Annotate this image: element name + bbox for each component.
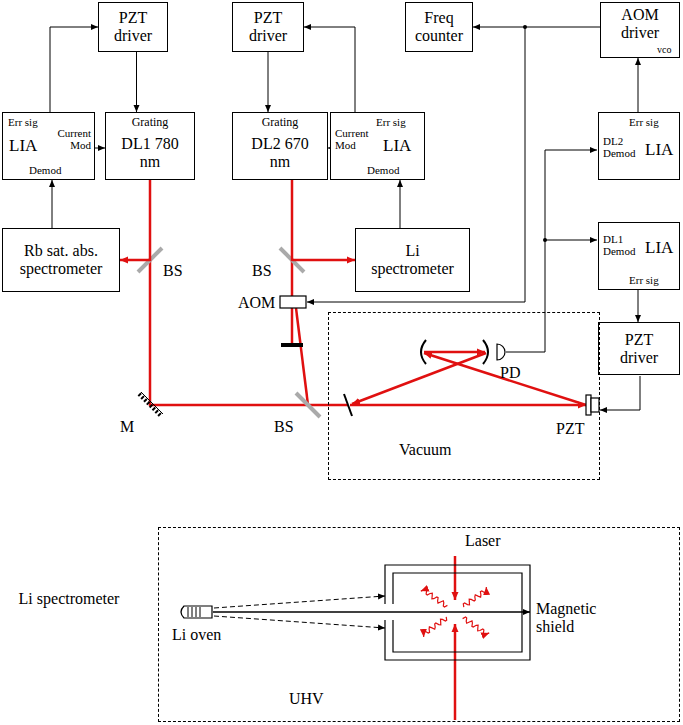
box-label: vco — [657, 44, 677, 55]
box-label: Vacuum — [399, 441, 479, 459]
input-mirror — [344, 394, 352, 416]
box-label: LIA — [645, 141, 675, 160]
laser-beam — [350, 404, 586, 407]
box-label: Grating — [241, 116, 319, 129]
part-label: Magnetic shield — [536, 600, 616, 635]
instrument-box: DL1 DemodLIA Err sig — [598, 222, 680, 290]
signal-arrow — [95, 148, 105, 149]
laser-beam — [454, 624, 457, 720]
box-label: Err sig — [629, 116, 674, 128]
box-label: Rb sat. abs. spectrometer — [11, 242, 111, 277]
fluorescence-arrow — [423, 617, 446, 637]
instrument-box: PZT driver — [232, 2, 304, 52]
mirror — [139, 392, 163, 416]
junction-dot — [543, 238, 547, 242]
signal-arrow — [50, 27, 98, 112]
magnetic-shield — [385, 565, 530, 660]
beam-splitter — [296, 393, 320, 417]
part-label: BS — [274, 418, 304, 436]
fluorescence-arrow — [421, 589, 448, 607]
box-label: Demod — [29, 164, 74, 176]
laser-beam — [296, 308, 308, 405]
box-label: Err sig — [629, 274, 674, 286]
part-label: AOM — [238, 294, 278, 312]
signal-arrow — [304, 27, 355, 112]
part-label: BS — [252, 262, 282, 280]
laser-beam — [292, 180, 355, 260]
signal-arrow — [638, 290, 639, 322]
box-label: UHV — [289, 690, 349, 708]
laser-beam — [352, 353, 486, 404]
part-label: PD — [500, 364, 530, 382]
laser-beam — [454, 556, 457, 600]
box-label: DL2 670 nm — [250, 135, 310, 170]
laser-beam — [150, 260, 348, 405]
part-label: M — [120, 418, 140, 436]
instrument-box: PZT driver — [98, 2, 168, 52]
instrument-box: AOM driver vco — [600, 2, 680, 58]
box-label: DL1 Demod — [603, 233, 641, 257]
part-label: Li spectrometer — [14, 590, 124, 608]
beam-dump — [281, 343, 303, 347]
box-label: AOM driver — [603, 6, 677, 41]
instrument-box: Err sigDL2 DemodLIA — [598, 112, 680, 180]
instrument-box: PZT driver — [598, 322, 680, 375]
box-label: LIA — [9, 137, 39, 156]
laser-beam — [291, 308, 294, 343]
part-label: BS — [163, 262, 193, 280]
curved-mirror — [483, 340, 488, 364]
signal-wire — [545, 240, 597, 241]
signal-arrow — [268, 52, 269, 112]
vacuum-region: UHV — [158, 527, 680, 722]
photodiode — [497, 344, 505, 360]
instrument-box: Freq counter — [405, 2, 473, 52]
laser-beam — [120, 180, 150, 260]
signal-arrow — [136, 52, 137, 112]
signal-wire — [600, 376, 640, 410]
box-label: Current Mod — [51, 127, 91, 151]
laser-beam — [291, 260, 294, 296]
signal-arrow — [400, 180, 401, 228]
box-label: Grating — [111, 116, 189, 129]
signal-arrow — [52, 180, 53, 228]
box-label: PZT driver — [607, 331, 671, 366]
box-label: LIA — [645, 239, 675, 258]
instrument-box: Li spectrometer — [355, 228, 470, 292]
signal-arrow — [473, 27, 600, 28]
aom-crystal — [280, 296, 306, 308]
fluorescence-arrow — [463, 587, 486, 607]
curved-mirror — [421, 340, 426, 364]
box-label: Demod — [367, 164, 412, 176]
signal-arrow — [638, 58, 639, 112]
laser-beam — [424, 353, 586, 405]
atomic-beam — [214, 616, 385, 628]
signal-wire — [506, 150, 597, 352]
box-label: Err sig — [376, 116, 421, 128]
li-oven — [181, 606, 212, 618]
vacuum-region: Vacuum — [328, 312, 600, 480]
box-label: Freq counter — [414, 9, 464, 44]
laser-beam — [424, 351, 485, 354]
box-label: Err sig — [8, 116, 53, 128]
atomic-beam — [213, 611, 530, 613]
box-label: DL2 Demod — [603, 135, 641, 159]
instrument-box: Rb sat. abs. spectrometer — [2, 228, 120, 292]
pzt-mirror — [586, 395, 599, 415]
atomic-beam — [214, 596, 385, 608]
instrument-box: Err sigCurrent Mod LIA Demod — [330, 112, 425, 180]
box-label: DL1 780 nm — [120, 135, 180, 170]
part-label: PZT — [556, 420, 588, 438]
instrument-box: GratingDL1 780 nm — [105, 112, 195, 180]
box-label: Current Mod — [335, 127, 375, 151]
instrument-box: Err sigLIA Current ModDemod — [2, 112, 95, 180]
fluorescence-arrow — [463, 617, 490, 635]
box-label: Li spectrometer — [364, 242, 461, 277]
instrument-box: GratingDL2 670 nm — [232, 112, 328, 180]
part-label: Laser — [465, 532, 515, 550]
part-label: Li oven — [172, 626, 232, 644]
box-label: LIA — [383, 137, 413, 156]
box-label: PZT driver — [241, 9, 295, 44]
box-label: PZT driver — [107, 9, 159, 44]
